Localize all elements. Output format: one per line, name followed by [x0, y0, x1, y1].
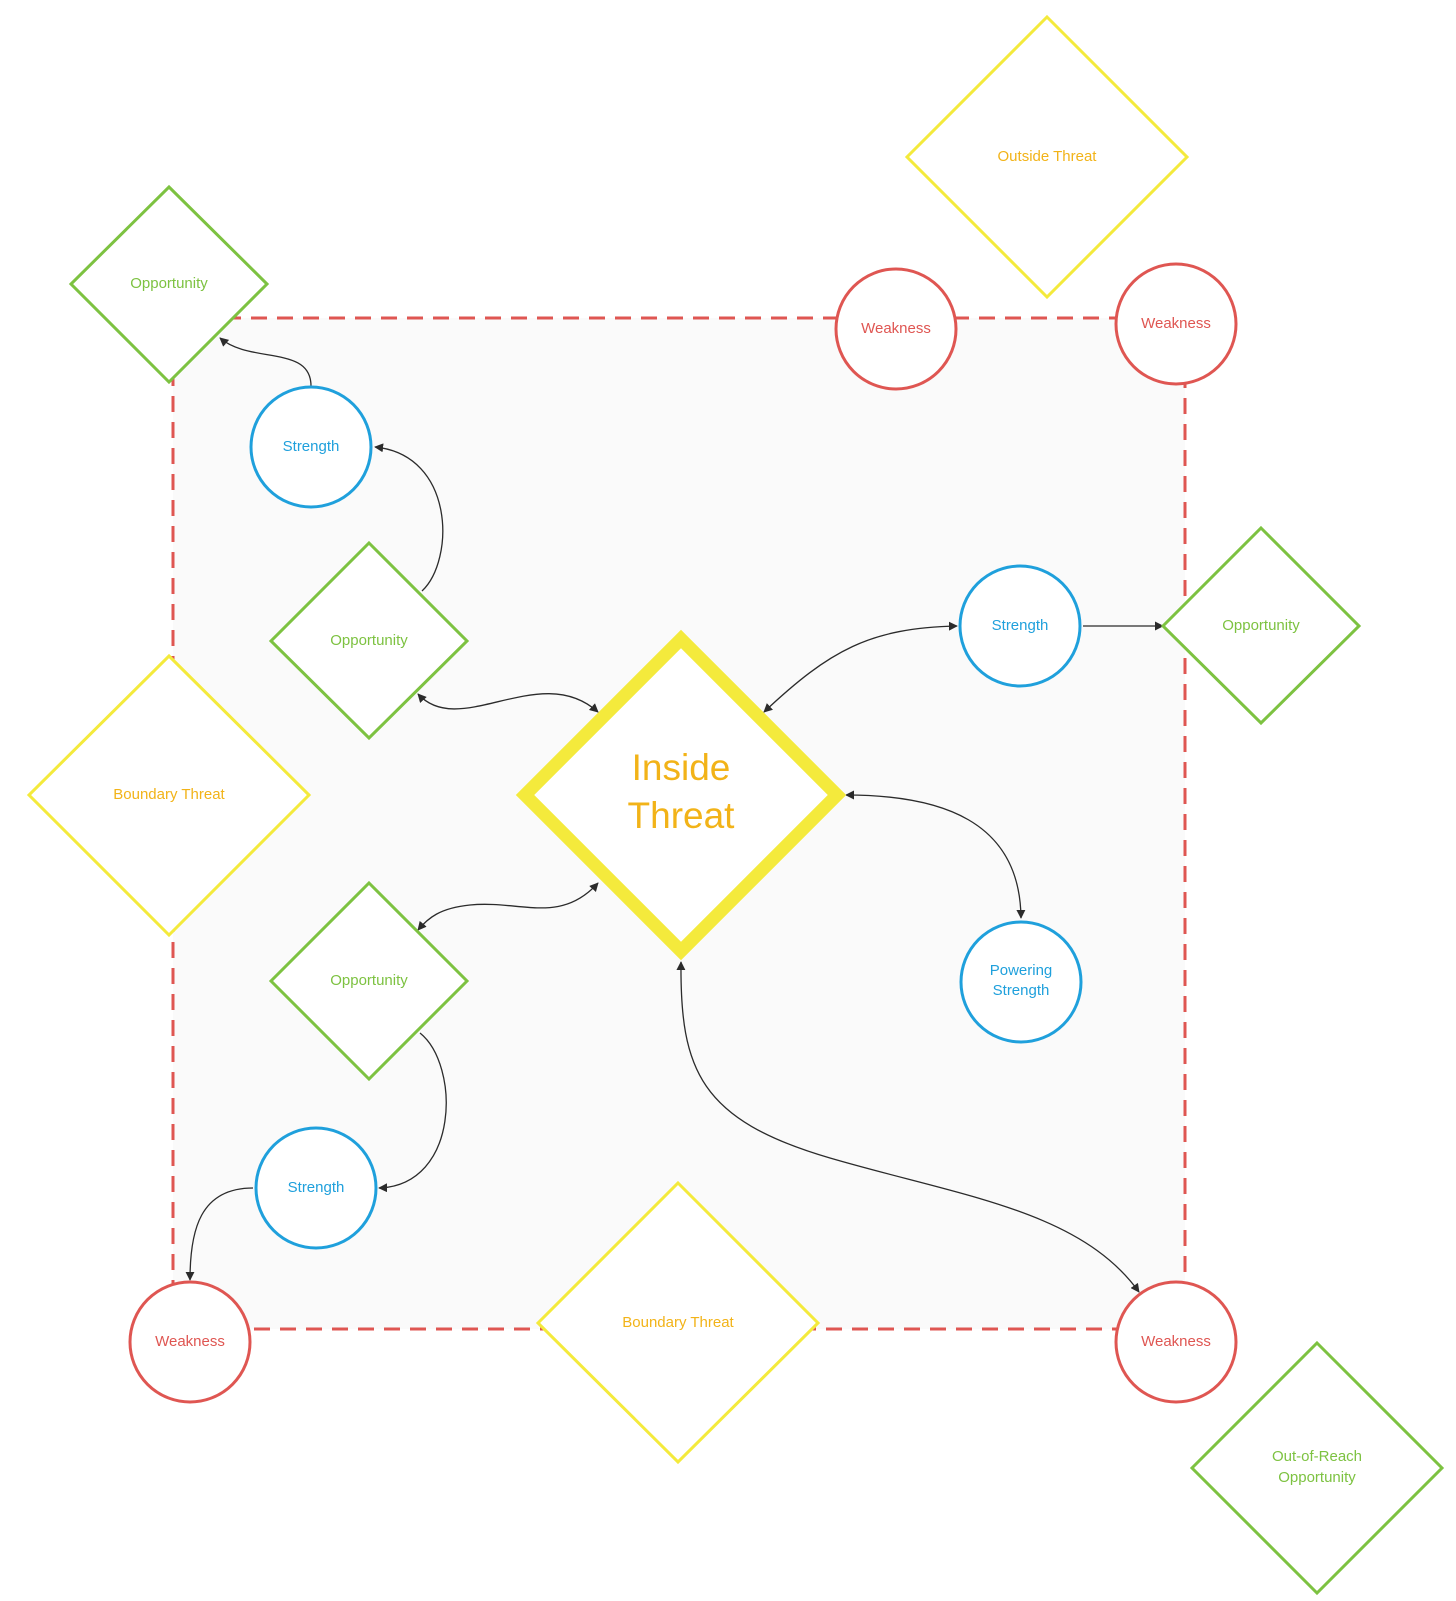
opportunity-upper-inner-diamond[interactable]: Opportunity — [268, 540, 470, 741]
strength-right-circle[interactable]: Strength — [958, 564, 1082, 688]
inside-threat-label-line1: Inside — [632, 747, 731, 788]
connector-inside-threat-powering-strength[interactable] — [845, 790, 1026, 919]
weakness-top-right-circle[interactable]: Weakness — [1114, 262, 1238, 386]
connectors — [185, 337, 1164, 1293]
out-of-reach-opportunity-label-line2: Opportunity — [1278, 1469, 1356, 1486]
powering-strength-label-line2: Strength — [993, 982, 1050, 999]
weakness-top-right-label: Weakness — [1141, 315, 1211, 332]
outside-threat-label: Outside Threat — [998, 148, 1098, 165]
connector-inside-threat-strength-right[interactable] — [763, 621, 958, 713]
weakness-bottom-right-circle[interactable]: Weakness — [1114, 1280, 1238, 1404]
opportunity-top-left-diamond[interactable]: Opportunity — [68, 184, 270, 385]
connector-strength-to-weakness-bottom-left[interactable] — [185, 1187, 254, 1281]
outside-threat-diamond[interactable]: Outside Threat — [904, 14, 1190, 300]
weakness-bottom-right-label: Weakness — [1141, 1333, 1211, 1350]
opportunity-lower-inner-label: Opportunity — [330, 972, 408, 989]
connector-opportunity-upper-inner-inside-threat[interactable] — [417, 693, 599, 713]
connector-strength-to-opportunity-top-left[interactable] — [219, 337, 312, 387]
strength-right-label: Strength — [992, 617, 1049, 634]
out-of-reach-opportunity-label-line1: Out-of-Reach — [1272, 1448, 1362, 1465]
weakness-bottom-left-label: Weakness — [155, 1333, 225, 1350]
out-of-reach-opportunity-diamond[interactable]: Out-of-Reach Opportunity — [1189, 1340, 1445, 1596]
strength-upper-left-circle[interactable]: Strength — [249, 385, 373, 509]
opportunity-right-label: Opportunity — [1222, 617, 1300, 634]
connector-opportunity-to-strength-upper-left[interactable] — [374, 443, 444, 592]
weakness-top-mid-label: Weakness — [861, 320, 931, 337]
powering-strength-label-line1: Powering — [990, 962, 1053, 979]
weakness-top-mid-circle[interactable]: Weakness — [834, 267, 958, 391]
boundary-threat-bottom-label: Boundary Threat — [622, 1314, 734, 1331]
strength-lower-left-label: Strength — [288, 1179, 345, 1196]
weakness-bottom-left-circle[interactable]: Weakness — [128, 1280, 252, 1404]
opportunity-lower-inner-diamond[interactable]: Opportunity — [268, 880, 470, 1082]
opportunity-right-diamond[interactable]: Opportunity — [1160, 525, 1362, 726]
opportunity-top-left-label: Opportunity — [130, 275, 208, 292]
connector-inside-threat-weakness-bottom-right[interactable] — [676, 961, 1140, 1293]
inside-threat-diamond[interactable]: Inside Threat — [515, 629, 847, 961]
inside-threat-label-line2: Threat — [628, 795, 736, 836]
powering-strength-circle[interactable]: Powering Strength — [959, 920, 1083, 1044]
connector-opportunity-to-strength-lower-left[interactable] — [378, 1032, 447, 1193]
connector-inside-threat-opportunity-lower-inner[interactable] — [417, 882, 599, 931]
boundary-threat-left-label: Boundary Threat — [113, 786, 225, 803]
strength-lower-left-circle[interactable]: Strength — [254, 1126, 378, 1250]
boundary-threat-left-diamond[interactable]: Boundary Threat — [26, 653, 312, 938]
boundary-threat-bottom-diamond[interactable]: Boundary Threat — [535, 1180, 821, 1465]
strength-upper-left-label: Strength — [283, 438, 340, 455]
opportunity-upper-inner-label: Opportunity — [330, 632, 408, 649]
